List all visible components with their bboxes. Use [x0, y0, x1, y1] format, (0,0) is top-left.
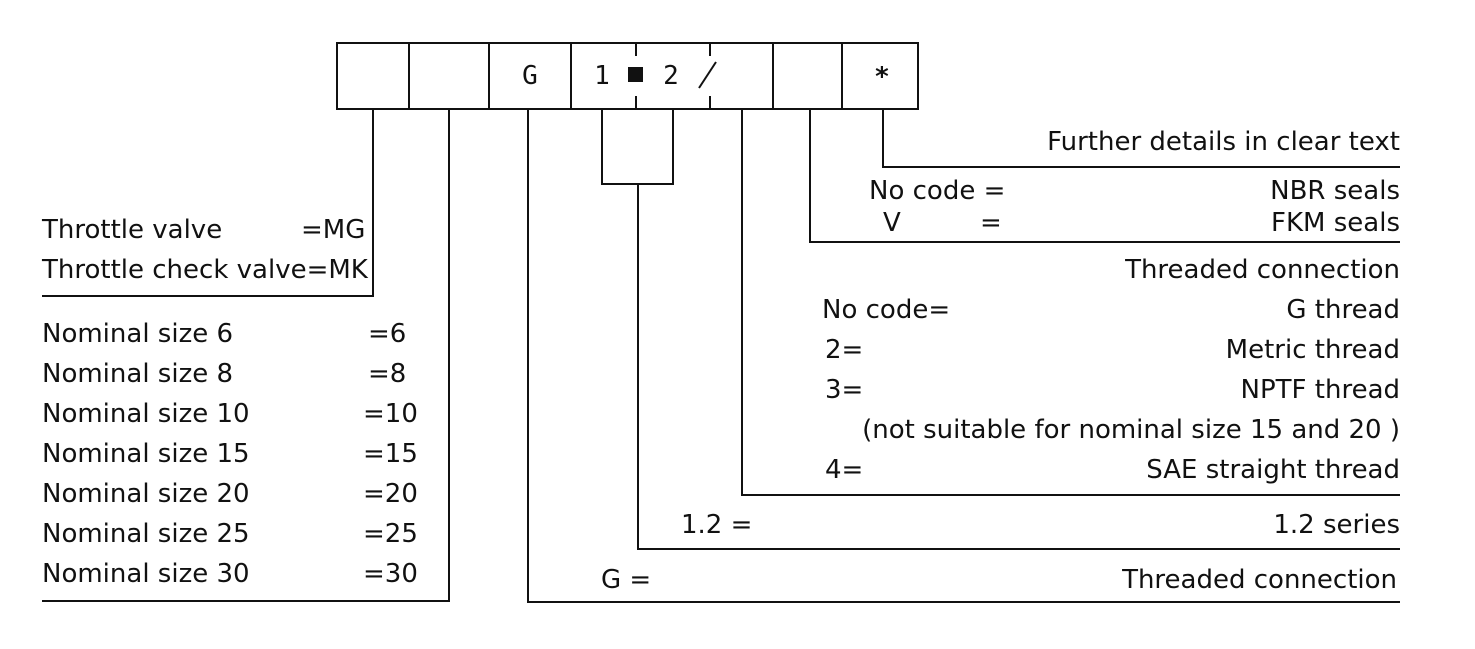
- thread-nocode-code: No code=: [822, 295, 951, 325]
- nominal-size-label: Nominal size 10: [42, 399, 250, 429]
- nominal-size-label: Nominal size 8: [42, 359, 234, 389]
- nominal-size-label: Nominal size 20: [42, 479, 250, 509]
- nominal-size-code: =20: [363, 479, 418, 509]
- leader-nominal-size: [42, 109, 450, 602]
- seal-nocode-desc: NBR seals: [1270, 176, 1400, 206]
- nominal-size-code: =10: [363, 399, 418, 429]
- thread-metric-code: 2=: [825, 335, 864, 365]
- nominal-size-label: Nominal size 15: [42, 439, 250, 469]
- seal-v-desc: FKM seals: [1271, 208, 1400, 238]
- filled-square-separator: [628, 67, 643, 82]
- further-details-label: Further details in clear text: [1047, 127, 1400, 157]
- code-box-1: 1: [594, 61, 610, 91]
- series-desc: 1.2 series: [1273, 510, 1400, 540]
- connection-desc: Threaded connection: [1122, 565, 1397, 595]
- thread-nptf-code: 3=: [825, 375, 864, 405]
- nominal-size-label: Nominal size 6: [42, 319, 234, 349]
- nominal-size-label: Nominal size 25: [42, 519, 250, 549]
- nominal-size-code: =6: [368, 319, 407, 349]
- nominal-size-code: =30: [363, 559, 418, 589]
- thread-metric-desc: Metric thread: [1225, 335, 1400, 365]
- connection-code: G =: [601, 565, 652, 595]
- valve-type-check-label: Throttle check valve=MK: [42, 255, 368, 285]
- leader-series: [637, 184, 1400, 550]
- seal-nocode-code: No code =: [869, 176, 1006, 206]
- seal-v-code: V: [883, 208, 901, 238]
- series-code: 1.2 =: [681, 510, 753, 540]
- thread-sae-desc: SAE straight thread: [1146, 455, 1400, 485]
- nominal-size-code: =8: [368, 359, 407, 389]
- code-box-row: [336, 42, 919, 110]
- code-box-2: 2: [663, 61, 679, 91]
- leader-further-details: [882, 109, 1400, 168]
- nominal-size-code: =25: [363, 519, 418, 549]
- valve-type-throttle-label: Throttle valve: [42, 215, 223, 245]
- nominal-size-label: Nominal size 30: [42, 559, 250, 589]
- leader-thread-connection: [741, 109, 1400, 496]
- thread-nptf-note: (not suitable for nominal size 15 and 20…: [862, 415, 1400, 445]
- thread-nptf-desc: NPTF thread: [1240, 375, 1400, 405]
- seal-v-eq: =: [980, 208, 1002, 238]
- thread-nocode-desc: G thread: [1286, 295, 1400, 325]
- code-box-frame: [336, 42, 919, 110]
- code-box-g: G: [522, 61, 538, 91]
- slash-separator: [698, 61, 717, 89]
- valve-type-throttle-code: =MG: [301, 215, 366, 245]
- code-box-star: *: [874, 62, 890, 92]
- nominal-size-code: =15: [363, 439, 418, 469]
- thread-sae-code: 4=: [825, 455, 864, 485]
- thread-heading: Threaded connection: [1125, 255, 1400, 285]
- leader-lines: [42, 109, 1400, 603]
- leader-valve-type: [42, 109, 374, 297]
- leader-series-bracket: [601, 109, 674, 185]
- leader-connection: [527, 109, 1400, 603]
- leader-seals: [809, 109, 1400, 243]
